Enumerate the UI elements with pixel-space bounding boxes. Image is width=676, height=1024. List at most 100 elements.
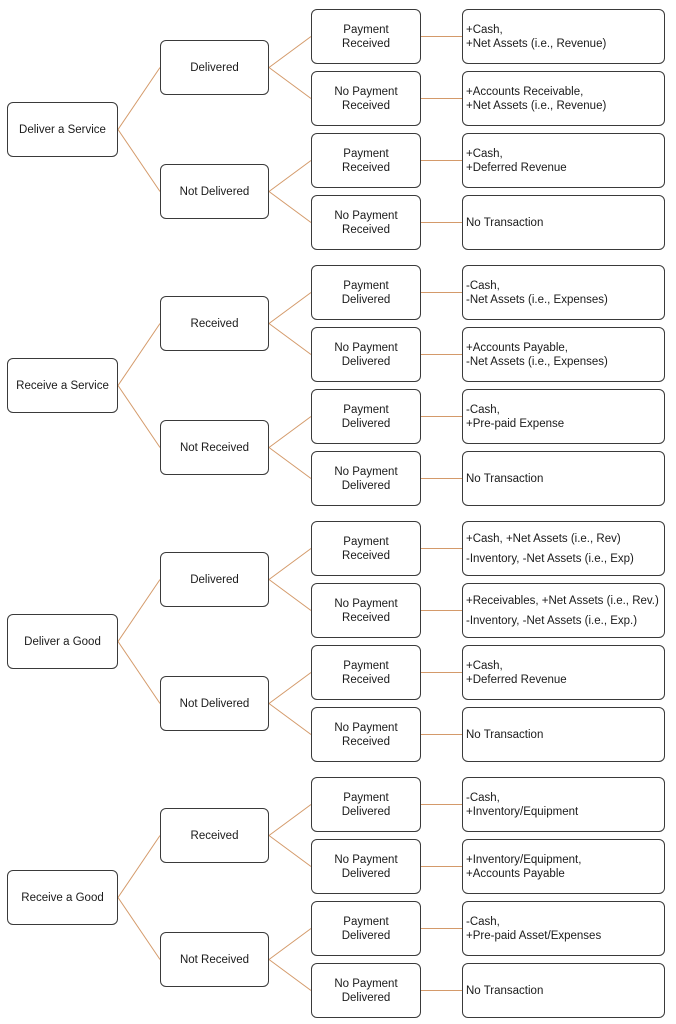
outcome-box: +Accounts Payable,-Net Assets (i.e., Exp… <box>462 327 665 382</box>
payment-no-payment-received-label: No Payment Received <box>334 597 398 624</box>
outcome-box: +Cash,+Net Assets (i.e., Revenue) <box>462 9 665 64</box>
outcome-line: +Inventory/Equipment, <box>466 853 582 866</box>
payment-no-payment-received-label: No Payment Received <box>334 721 398 748</box>
root-deliver-a-service: Deliver a Service <box>7 102 118 157</box>
connector-line <box>117 67 161 130</box>
outcome-line: +Cash, <box>466 147 503 160</box>
branch-not-received-label: Not Received <box>179 441 250 454</box>
outcome-line: No Transaction <box>466 216 544 229</box>
branch-received: Received <box>160 808 269 863</box>
payment-payment-received-label: Payment Received <box>342 23 390 50</box>
connector-line <box>117 385 161 448</box>
connector-line <box>268 160 312 192</box>
payment-no-payment-delivered: No Payment Delivered <box>311 451 421 506</box>
payment-no-payment-delivered-label: No Payment Delivered <box>334 853 398 880</box>
outcome-line: +Cash, +Net Assets (i.e., Rev) <box>466 532 621 545</box>
payment-no-payment-delivered-label: No Payment Delivered <box>334 977 398 1004</box>
branch-received: Received <box>160 296 269 351</box>
branch-not-received-label: Not Received <box>179 953 250 966</box>
payment-payment-delivered: Payment Delivered <box>311 901 421 956</box>
outcome-box: -Cash,+Inventory/Equipment <box>462 777 665 832</box>
outcome-line: +Cash, <box>466 659 503 672</box>
outcome-line: No Transaction <box>466 728 544 741</box>
payment-payment-received: Payment Received <box>311 9 421 64</box>
root-receive-a-good: Receive a Good <box>7 870 118 925</box>
payment-no-payment-received-label: No Payment Received <box>334 85 398 112</box>
payment-no-payment-delivered: No Payment Delivered <box>311 327 421 382</box>
outcome-box: -Cash,+Pre-paid Asset/Expenses <box>462 901 665 956</box>
outcome-line: +Accounts Payable, <box>466 341 568 354</box>
outcome-line: No Transaction <box>466 984 544 997</box>
outcome-box: +Inventory/Equipment,+Accounts Payable <box>462 839 665 894</box>
outcome-box: No Transaction <box>462 451 665 506</box>
connector-line <box>268 579 312 611</box>
connector-line <box>268 292 312 324</box>
payment-no-payment-delivered: No Payment Delivered <box>311 839 421 894</box>
branch-not-delivered: Not Delivered <box>160 164 269 219</box>
payment-no-payment-delivered-label: No Payment Delivered <box>334 465 398 492</box>
connector-line <box>268 36 312 68</box>
outcome-line: +Cash, <box>466 23 503 36</box>
branch-received-label: Received <box>190 829 239 842</box>
branch-delivered-label: Delivered <box>190 573 239 586</box>
branch-received-label: Received <box>190 317 239 330</box>
branch-not-received: Not Received <box>160 420 269 475</box>
payment-payment-received-label: Payment Received <box>342 147 390 174</box>
outcome-line: -Net Assets (i.e., Expenses) <box>466 355 608 368</box>
payment-payment-received-label: Payment Received <box>342 659 390 686</box>
payment-no-payment-received: No Payment Received <box>311 71 421 126</box>
connector-line <box>117 323 161 386</box>
branch-delivered-label: Delivered <box>190 61 239 74</box>
payment-no-payment-delivered: No Payment Delivered <box>311 963 421 1018</box>
root-receive-a-service-label: Receive a Service <box>16 379 109 392</box>
outcome-line: +Accounts Receivable, <box>466 85 584 98</box>
payment-no-payment-received-label: No Payment Received <box>334 209 398 236</box>
payment-payment-delivered-label: Payment Delivered <box>341 791 391 818</box>
payment-payment-delivered: Payment Delivered <box>311 777 421 832</box>
outcome-box: +Accounts Receivable,+Net Assets (i.e., … <box>462 71 665 126</box>
payment-no-payment-received: No Payment Received <box>311 707 421 762</box>
outcome-line: -Net Assets (i.e., Expenses) <box>466 293 608 306</box>
connector-line <box>268 323 312 355</box>
outcome-line: +Receivables, +Net Assets (i.e., Rev.) <box>466 594 659 607</box>
branch-not-delivered-label: Not Delivered <box>179 697 250 710</box>
connector-line <box>268 959 312 991</box>
root-receive-a-good-label: Receive a Good <box>21 891 104 904</box>
connector-line <box>268 804 312 836</box>
outcome-line: -Cash, <box>466 403 500 416</box>
outcome-box: +Cash,+Deferred Revenue <box>462 645 665 700</box>
root-deliver-a-service-label: Deliver a Service <box>19 123 106 136</box>
outcome-box: -Cash,+Pre-paid Expense <box>462 389 665 444</box>
branch-delivered: Delivered <box>160 552 269 607</box>
outcome-box: -Cash,-Net Assets (i.e., Expenses) <box>462 265 665 320</box>
payment-payment-received: Payment Received <box>311 521 421 576</box>
outcome-box: +Cash, +Net Assets (i.e., Rev) -Inventory… <box>462 521 665 576</box>
branch-delivered: Delivered <box>160 40 269 95</box>
outcome-box: No Transaction <box>462 963 665 1018</box>
connector-line <box>268 835 312 867</box>
outcome-line: +Deferred Revenue <box>466 673 567 686</box>
connector-line <box>268 672 312 704</box>
outcome-line: +Deferred Revenue <box>466 161 567 174</box>
payment-no-payment-received: No Payment Received <box>311 583 421 638</box>
connector-line <box>117 897 161 960</box>
outcome-box: No Transaction <box>462 195 665 250</box>
payment-no-payment-received: No Payment Received <box>311 195 421 250</box>
connector-line <box>268 191 312 223</box>
connector-line <box>268 928 312 960</box>
connector-line <box>268 548 312 580</box>
root-receive-a-service: Receive a Service <box>7 358 118 413</box>
outcome-line: +Net Assets (i.e., Revenue) <box>466 99 607 112</box>
outcome-line: -Cash, <box>466 791 500 804</box>
root-deliver-a-good-label: Deliver a Good <box>24 635 101 648</box>
outcome-line: -Cash, <box>466 915 500 928</box>
outcome-line: -Inventory, -Net Assets (i.e., Exp) <box>466 552 634 565</box>
outcome-line: -Cash, <box>466 279 500 292</box>
outcome-line: No Transaction <box>466 472 544 485</box>
outcome-line: +Accounts Payable <box>466 867 565 880</box>
outcome-line: +Inventory/Equipment <box>466 805 579 818</box>
payment-payment-received: Payment Received <box>311 645 421 700</box>
payment-payment-delivered-label: Payment Delivered <box>341 915 391 942</box>
